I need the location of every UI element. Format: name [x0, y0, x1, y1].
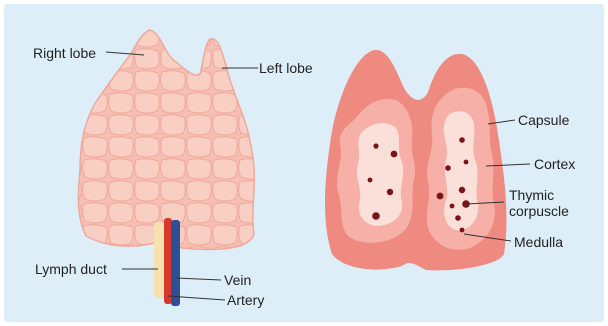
- corpuscle: [391, 151, 398, 158]
- label-left-lobe: Left lobe: [259, 60, 313, 76]
- corpuscle: [455, 215, 461, 221]
- vein-vessel: [171, 220, 180, 306]
- label-lymph-duct: Lymph duct: [35, 261, 107, 277]
- corpuscle: [373, 143, 378, 148]
- corpuscle: [387, 189, 393, 195]
- label-thymic-corpuscle-line1: Thymic: [509, 187, 554, 203]
- corpuscle: [445, 165, 451, 171]
- label-medulla: Medulla: [514, 234, 563, 250]
- corpuscle: [464, 160, 469, 165]
- label-thymic-corpuscle-line2: corpuscle: [509, 203, 569, 219]
- corpuscle: [460, 228, 465, 233]
- label-artery: Artery: [227, 292, 264, 308]
- corpuscle: [368, 178, 373, 183]
- diagram-panel: Right lobe Left lobe Lymph duct Vein Art…: [4, 4, 604, 322]
- corpuscle: [437, 193, 444, 200]
- label-vein: Vein: [224, 272, 251, 288]
- artery-vessel: [164, 218, 172, 304]
- vessels: [154, 218, 180, 306]
- label-right-lobe: Right lobe: [33, 45, 96, 61]
- corpuscle: [459, 187, 465, 193]
- corpuscle: [459, 137, 465, 143]
- medulla-left: [357, 123, 403, 226]
- lymph-duct-vessel: [154, 222, 164, 298]
- corpuscle: [372, 212, 380, 220]
- label-cortex: Cortex: [534, 156, 575, 172]
- label-capsule: Capsule: [518, 112, 569, 128]
- corpuscle: [450, 204, 455, 209]
- medulla-right: [444, 111, 479, 230]
